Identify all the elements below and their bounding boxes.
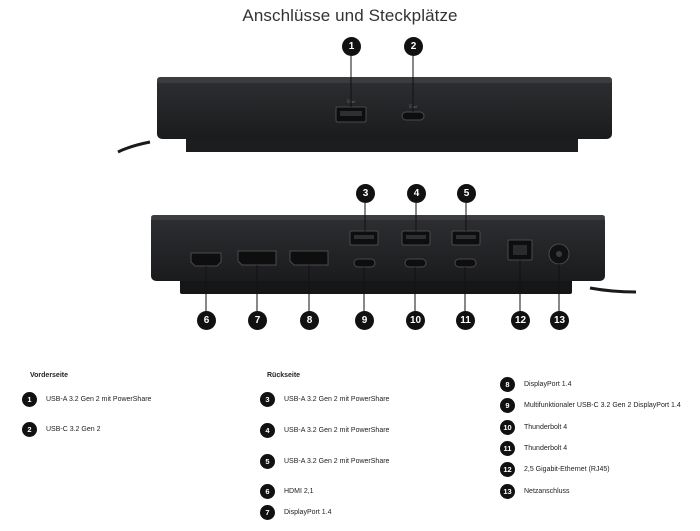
legend-label: USB-A 3.2 Gen 2 mit PowerShare <box>284 426 390 434</box>
rear-heading: Rückseite <box>267 372 301 379</box>
legend-badge: 12 <box>500 462 515 477</box>
callout-4: 4 <box>407 184 426 203</box>
legend-badge: 6 <box>260 484 275 499</box>
hdmi-port <box>190 252 222 267</box>
callout-7: 7 <box>248 311 267 330</box>
callout-5: 5 <box>457 184 476 203</box>
legend-item: 11 Thunderbolt 4 <box>500 441 567 456</box>
legend-item: 9 Multifunktionaler USB-C 3.2 Gen 2 Disp… <box>500 398 681 413</box>
legend-label: Multifunktionaler USB-C 3.2 Gen 2 Displa… <box>524 401 681 409</box>
legend-item: 1 USB-A 3.2 Gen 2 mit PowerShare <box>22 392 151 407</box>
legend-item: 7 DisplayPort 1.4 <box>260 505 331 520</box>
callout-11: 11 <box>456 311 475 330</box>
dock-illustration: SS⇄ SS⇄ <box>117 56 637 312</box>
callout-1: 1 <box>342 37 361 56</box>
page-title: Anschlüsse und Steckplätze <box>242 6 458 25</box>
callout-3: 3 <box>356 184 375 203</box>
rear-usb-c-port-9 <box>353 258 376 268</box>
thunderbolt-port-11 <box>454 258 477 268</box>
legend-item: 10 Thunderbolt 4 <box>500 420 567 435</box>
legend-badge: 8 <box>500 377 515 392</box>
callout-6: 6 <box>197 311 216 330</box>
legend-badge: 4 <box>260 423 275 438</box>
legend-badge: 7 <box>260 505 275 520</box>
callout-13: 13 <box>550 311 569 330</box>
legend-label: HDMI 2,1 <box>284 487 314 495</box>
callout-10: 10 <box>406 311 425 330</box>
legend-item: 12 2,5 Gigabit-Ethernet (RJ45) <box>500 462 610 477</box>
thunderbolt-port-10 <box>404 258 427 268</box>
rear-dock-body <box>151 215 605 281</box>
callout-9: 9 <box>355 311 374 330</box>
legend-label: DisplayPort 1.4 <box>524 380 572 388</box>
legend-item: 4 USB-A 3.2 Gen 2 mit PowerShare <box>260 423 389 438</box>
rear-cable <box>589 286 637 294</box>
legend-item: 2 USB-C 3.2 Gen 2 <box>22 422 100 437</box>
legend-badge: 1 <box>22 392 37 407</box>
legend-badge: 5 <box>260 454 275 469</box>
legend-label: Thunderbolt 4 <box>524 423 568 431</box>
legend-item: 3 USB-A 3.2 Gen 2 mit PowerShare <box>260 392 389 407</box>
legend-label: USB-A 3.2 Gen 2 mit PowerShare <box>284 395 390 403</box>
legend-item: 13 Netzanschluss <box>500 484 570 499</box>
rear-dock <box>151 215 637 294</box>
front-cable <box>117 140 151 154</box>
legend-label: DisplayPort 1.4 <box>284 508 332 516</box>
legend-label: USB-C 3.2 Gen 2 <box>46 425 101 433</box>
front-dock: SS⇄ SS⇄ <box>117 77 612 154</box>
legend-label: Netzanschluss <box>524 487 570 495</box>
legend-label: 2,5 Gigabit-Ethernet (RJ45) <box>524 465 610 473</box>
callout-8: 8 <box>300 311 319 330</box>
legend-item: 5 USB-A 3.2 Gen 2 mit PowerShare <box>260 454 389 469</box>
legend-item: 8 DisplayPort 1.4 <box>500 377 571 392</box>
front-heading: Vorderseite <box>30 372 68 379</box>
legend-badge: 2 <box>22 422 37 437</box>
legend-badge: 10 <box>500 420 515 435</box>
legend-label: Thunderbolt 4 <box>524 444 568 452</box>
legend-badge: 3 <box>260 392 275 407</box>
front-usb-c-port <box>401 111 425 121</box>
displayport-port-1 <box>237 250 277 266</box>
legend-badge: 11 <box>500 441 515 456</box>
legend-badge: 9 <box>500 398 515 413</box>
legend-badge: 13 <box>500 484 515 499</box>
callout-2: 2 <box>404 37 423 56</box>
callout-12: 12 <box>511 311 530 330</box>
legend-label: USB-A 3.2 Gen 2 mit PowerShare <box>284 457 390 465</box>
legend-item: 6 HDMI 2,1 <box>260 484 314 499</box>
displayport-port-2 <box>289 250 329 266</box>
legend-label: USB-A 3.2 Gen 2 mit PowerShare <box>46 395 152 403</box>
front-dock-body <box>157 77 612 139</box>
